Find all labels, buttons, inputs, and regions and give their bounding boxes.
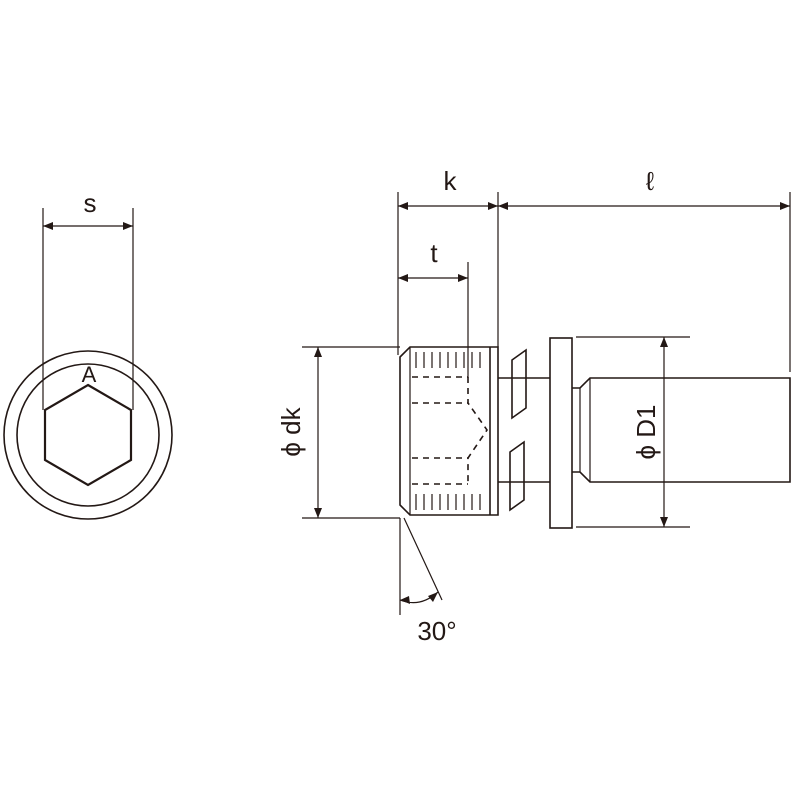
k-arrow-right: [488, 202, 498, 210]
s-label: s: [84, 188, 97, 218]
knurling-top: [415, 352, 481, 368]
d1-arrow-bottom: [660, 517, 668, 527]
l-arrow-right: [780, 202, 790, 210]
angle-inclined-line: [403, 517, 443, 601]
knurling-bottom: [415, 494, 481, 510]
dk-arrow-top: [314, 347, 322, 357]
angle-label: 30°: [417, 616, 456, 646]
s-arrow-right: [123, 222, 133, 230]
l-label: ℓ: [646, 166, 655, 196]
hex-socket: [43, 383, 133, 487]
spring-washer: [509, 348, 527, 512]
head-inner-circle: [16, 363, 160, 507]
l-arrow-left: [498, 202, 508, 210]
head-outer-circle: [3, 350, 173, 520]
flat-washer: [549, 337, 573, 529]
head-outline: [399, 346, 499, 516]
d1-label: ϕ D1: [631, 404, 661, 459]
s-arrow-left: [43, 222, 53, 230]
a-label: A: [82, 362, 97, 387]
side-view: k ℓ t ϕ dk ϕ D1 30°: [276, 166, 791, 646]
t-arrow-left: [398, 274, 408, 282]
k-arrow-left: [398, 202, 408, 210]
angle-arrow-left: [400, 596, 410, 604]
t-label: t: [430, 238, 438, 268]
t-arrow-right: [458, 274, 468, 282]
dk-arrow-bottom: [314, 508, 322, 518]
end-view: s A: [3, 188, 173, 520]
k-label: k: [444, 166, 458, 196]
dk-label: ϕ dk: [276, 406, 306, 456]
angle-arrow-right: [428, 592, 438, 602]
hidden-socket: [412, 376, 488, 485]
d1-arrow-top: [660, 337, 668, 347]
shank-outline: [498, 377, 791, 483]
